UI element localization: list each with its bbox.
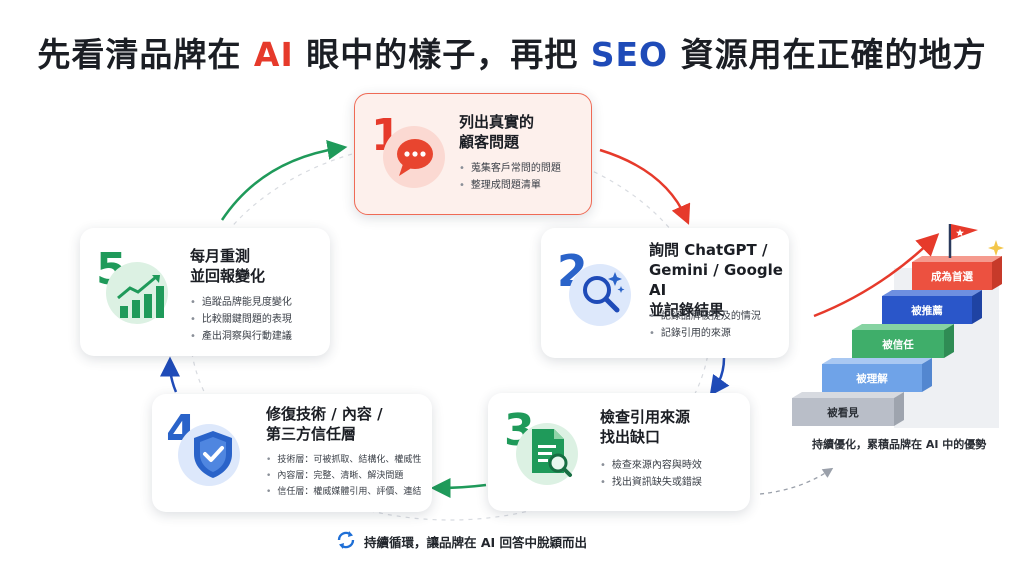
step-5-bullet-1: 追蹤品牌能見度變化 [190, 294, 292, 311]
step-3-bullets: 檢查來源內容與時效 找出資訊缺失或錯誤 [600, 457, 702, 491]
staircase-graphic: 被看見 被理解 被信任 被推薦 成為首選 [792, 224, 1004, 428]
step-2-card: 2 詢問 ChatGPT / Gemini / Google AI 並記錄結果 … [541, 228, 789, 358]
stair-label-3: 被信任 [882, 338, 914, 351]
step-4-title-line-1: 修復技術 / 內容 / [266, 405, 383, 423]
step-5-title: 每月重測 並回報變化 [190, 246, 265, 286]
step-3-title: 檢查引用來源 找出缺口 [600, 407, 690, 447]
step-1-title: 列出真實的 顧客問題 [459, 112, 534, 152]
step-3-bullet-2: 找出資訊缺失或錯誤 [600, 474, 702, 491]
arrow-3-to-4 [430, 477, 487, 498]
step-3-card: 3 檢查引用來源 找出缺口 檢查來源內容與時效 找出資訊缺失或錯誤 [488, 393, 750, 511]
title-seo: SEO [590, 35, 669, 74]
stair-step-5 [912, 262, 992, 290]
title-part2: 眼中的樣子，再把 [293, 35, 591, 74]
step-2-bullet-2: 記錄引用的來源 [649, 325, 761, 342]
arrow-2-to-3 [709, 357, 730, 397]
step-2-bullet-1: 記錄品牌被提及的情況 [649, 308, 761, 325]
step-1-title-line-1: 列出真實的 [459, 113, 535, 131]
step-2-icon-circle [569, 264, 631, 326]
refresh-cycle-icon [337, 531, 355, 549]
step-1-card: 1 列出真實的 顧客問題 蒐集客戶常問的問題 整理成問題清單 [354, 93, 592, 215]
step-2-title-line-2: Gemini / Google AI [649, 261, 783, 299]
step-4-bullet-3: 信任層：權威媒體引用、評價、連結 [266, 484, 421, 500]
magnifier-sparkle-icon [583, 272, 625, 313]
step-1-bullet-2: 整理成問題清單 [459, 177, 561, 194]
arrow-1-to-2 [599, 148, 691, 225]
step-2-title: 詢問 ChatGPT / Gemini / Google AI 並記錄結果 [649, 240, 789, 320]
step-4-bullet-2: 內容層：完整、清晰、解決問題 [266, 468, 421, 484]
stair-step-1 [792, 398, 894, 426]
step-5-bullet-2: 比較關鍵問題的表現 [190, 311, 292, 328]
flag-icon [951, 224, 978, 240]
title-ai: AI [253, 35, 294, 74]
step-4-card: 4 修復技術 / 內容 / 第三方信任層 技術層：可被抓取、結構化、權威性 內容… [152, 394, 432, 512]
document-search-icon [532, 429, 572, 477]
step-4-title-line-2: 第三方信任層 [266, 425, 357, 443]
step-4-bullet-1: 技術層：可被抓取、結構化、權威性 [266, 452, 421, 468]
footer-text: 持續循環，讓品牌在 AI 回答中脫穎而出 [364, 535, 588, 550]
step-5-card: 5 每月重測 並回報變化 追蹤品牌能見度變化 比較關鍵問題的表現 產出洞察與行動… [80, 228, 330, 356]
step-3-title-line-1: 檢查引用來源 [600, 408, 691, 426]
step-1-bullets: 蒐集客戶常問的問題 整理成問題清單 [459, 160, 561, 194]
step-2-bullets: 記錄品牌被提及的情況 記錄引用的來源 [649, 308, 761, 342]
step-2-title-line-1: 詢問 ChatGPT / [649, 241, 768, 259]
stair-step-4 [882, 296, 972, 324]
stair-step-2 [822, 364, 922, 392]
stair-label-5: 成為首選 [931, 270, 973, 283]
stair-step-3 [852, 330, 944, 358]
arrow-3-to-stairs [759, 467, 834, 495]
step-5-bullets: 追蹤品牌能見度變化 比較關鍵問題的表現 產出洞察與行動建議 [190, 294, 292, 345]
arrow-4-to-5 [160, 356, 181, 393]
step-3-title-line-2: 找出缺口 [600, 428, 661, 446]
title-part1: 先看清品牌在 [37, 35, 254, 74]
shield-check-icon [194, 431, 232, 478]
step-1-bullet-1: 蒐集客戶常問的問題 [459, 160, 561, 177]
stair-label-4: 被推薦 [911, 304, 943, 317]
step-5-title-line-1: 每月重測 [190, 247, 251, 265]
page-title: 先看清品牌在 AI 眼中的樣子，再把 SEO 資源用在正確的地方 [0, 28, 1024, 76]
step-5-title-line-2: 並回報變化 [190, 267, 266, 285]
step-3-bullet-1: 檢查來源內容與時效 [600, 457, 702, 474]
step-1-title-line-2: 顧客問題 [459, 133, 520, 151]
step-4-bullets: 技術層：可被抓取、結構化、權威性 內容層：完整、清晰、解決問題 信任層：權威媒體… [266, 452, 421, 500]
title-part3: 資源用在正確的地方 [668, 35, 987, 74]
step-4-title: 修復技術 / 內容 / 第三方信任層 [266, 404, 383, 444]
sparkle-icon [988, 240, 1004, 256]
stairs-caption: 持續優化，累積品牌在 AI 中的優勢 [812, 438, 987, 451]
stair-label-1: 被看見 [827, 406, 859, 419]
chat-bubble-icon [397, 139, 433, 176]
growth-chart-icon [117, 275, 164, 318]
step-5-bullet-3: 產出洞察與行動建議 [190, 328, 292, 345]
arrow-5-to-1 [220, 140, 348, 221]
rising-arrow [813, 233, 940, 318]
stair-label-2: 被理解 [856, 372, 888, 385]
